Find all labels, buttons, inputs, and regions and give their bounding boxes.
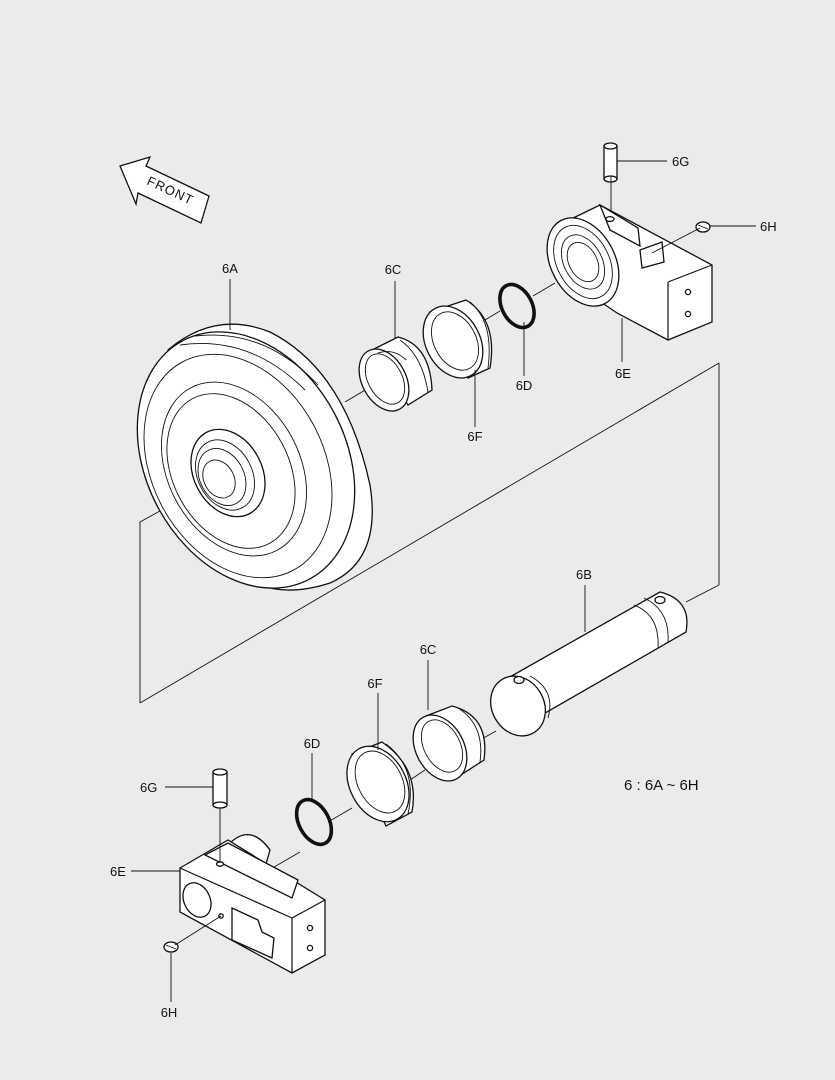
callout-leader-lines [131, 160, 756, 1002]
idler-wheel-part [136, 323, 373, 591]
callout-6h-lower: 6H [161, 1005, 178, 1020]
pin-upper-part [603, 142, 618, 183]
shaft-part [490, 591, 688, 737]
bushing-lower-part [412, 705, 486, 782]
seal-lower-part [346, 741, 415, 827]
callout-6c-upper: 6C [385, 262, 402, 277]
bracket-lower-part [179, 834, 326, 974]
callout-6f-lower: 6F [367, 676, 382, 691]
bushing-upper-part [358, 336, 433, 412]
o-ring-lower-part [294, 797, 334, 847]
callout-6f-upper: 6F [467, 429, 482, 444]
callout-labels: 6A 6C 6F 6D 6E 6G 6H 6B 6C 6F 6D 6G 6E 6… [110, 154, 777, 1020]
plug-upper-part [695, 221, 711, 233]
callout-6a-wheel: 6A [222, 261, 238, 276]
bracket-upper-part [546, 203, 713, 341]
front-arrow-icon: FRONT [119, 155, 210, 224]
plug-lower-part [163, 941, 179, 953]
assembly-note: 6 : 6A ~ 6H [624, 777, 699, 794]
callout-6e-upper: 6E [615, 366, 631, 381]
callout-6g-lower: 6G [140, 780, 157, 795]
callout-6d-lower: 6D [304, 736, 321, 751]
callout-6c-lower: 6C [420, 642, 437, 657]
callout-6e-lower: 6E [110, 864, 126, 879]
seal-upper-part [422, 299, 493, 379]
callout-6b-shaft: 6B [576, 567, 592, 582]
callout-6g-upper: 6G [672, 154, 689, 169]
callout-6h-upper: 6H [760, 219, 777, 234]
callout-6d-upper: 6D [516, 378, 533, 393]
o-ring-upper-part [498, 282, 536, 330]
pin-lower-part [212, 768, 228, 809]
